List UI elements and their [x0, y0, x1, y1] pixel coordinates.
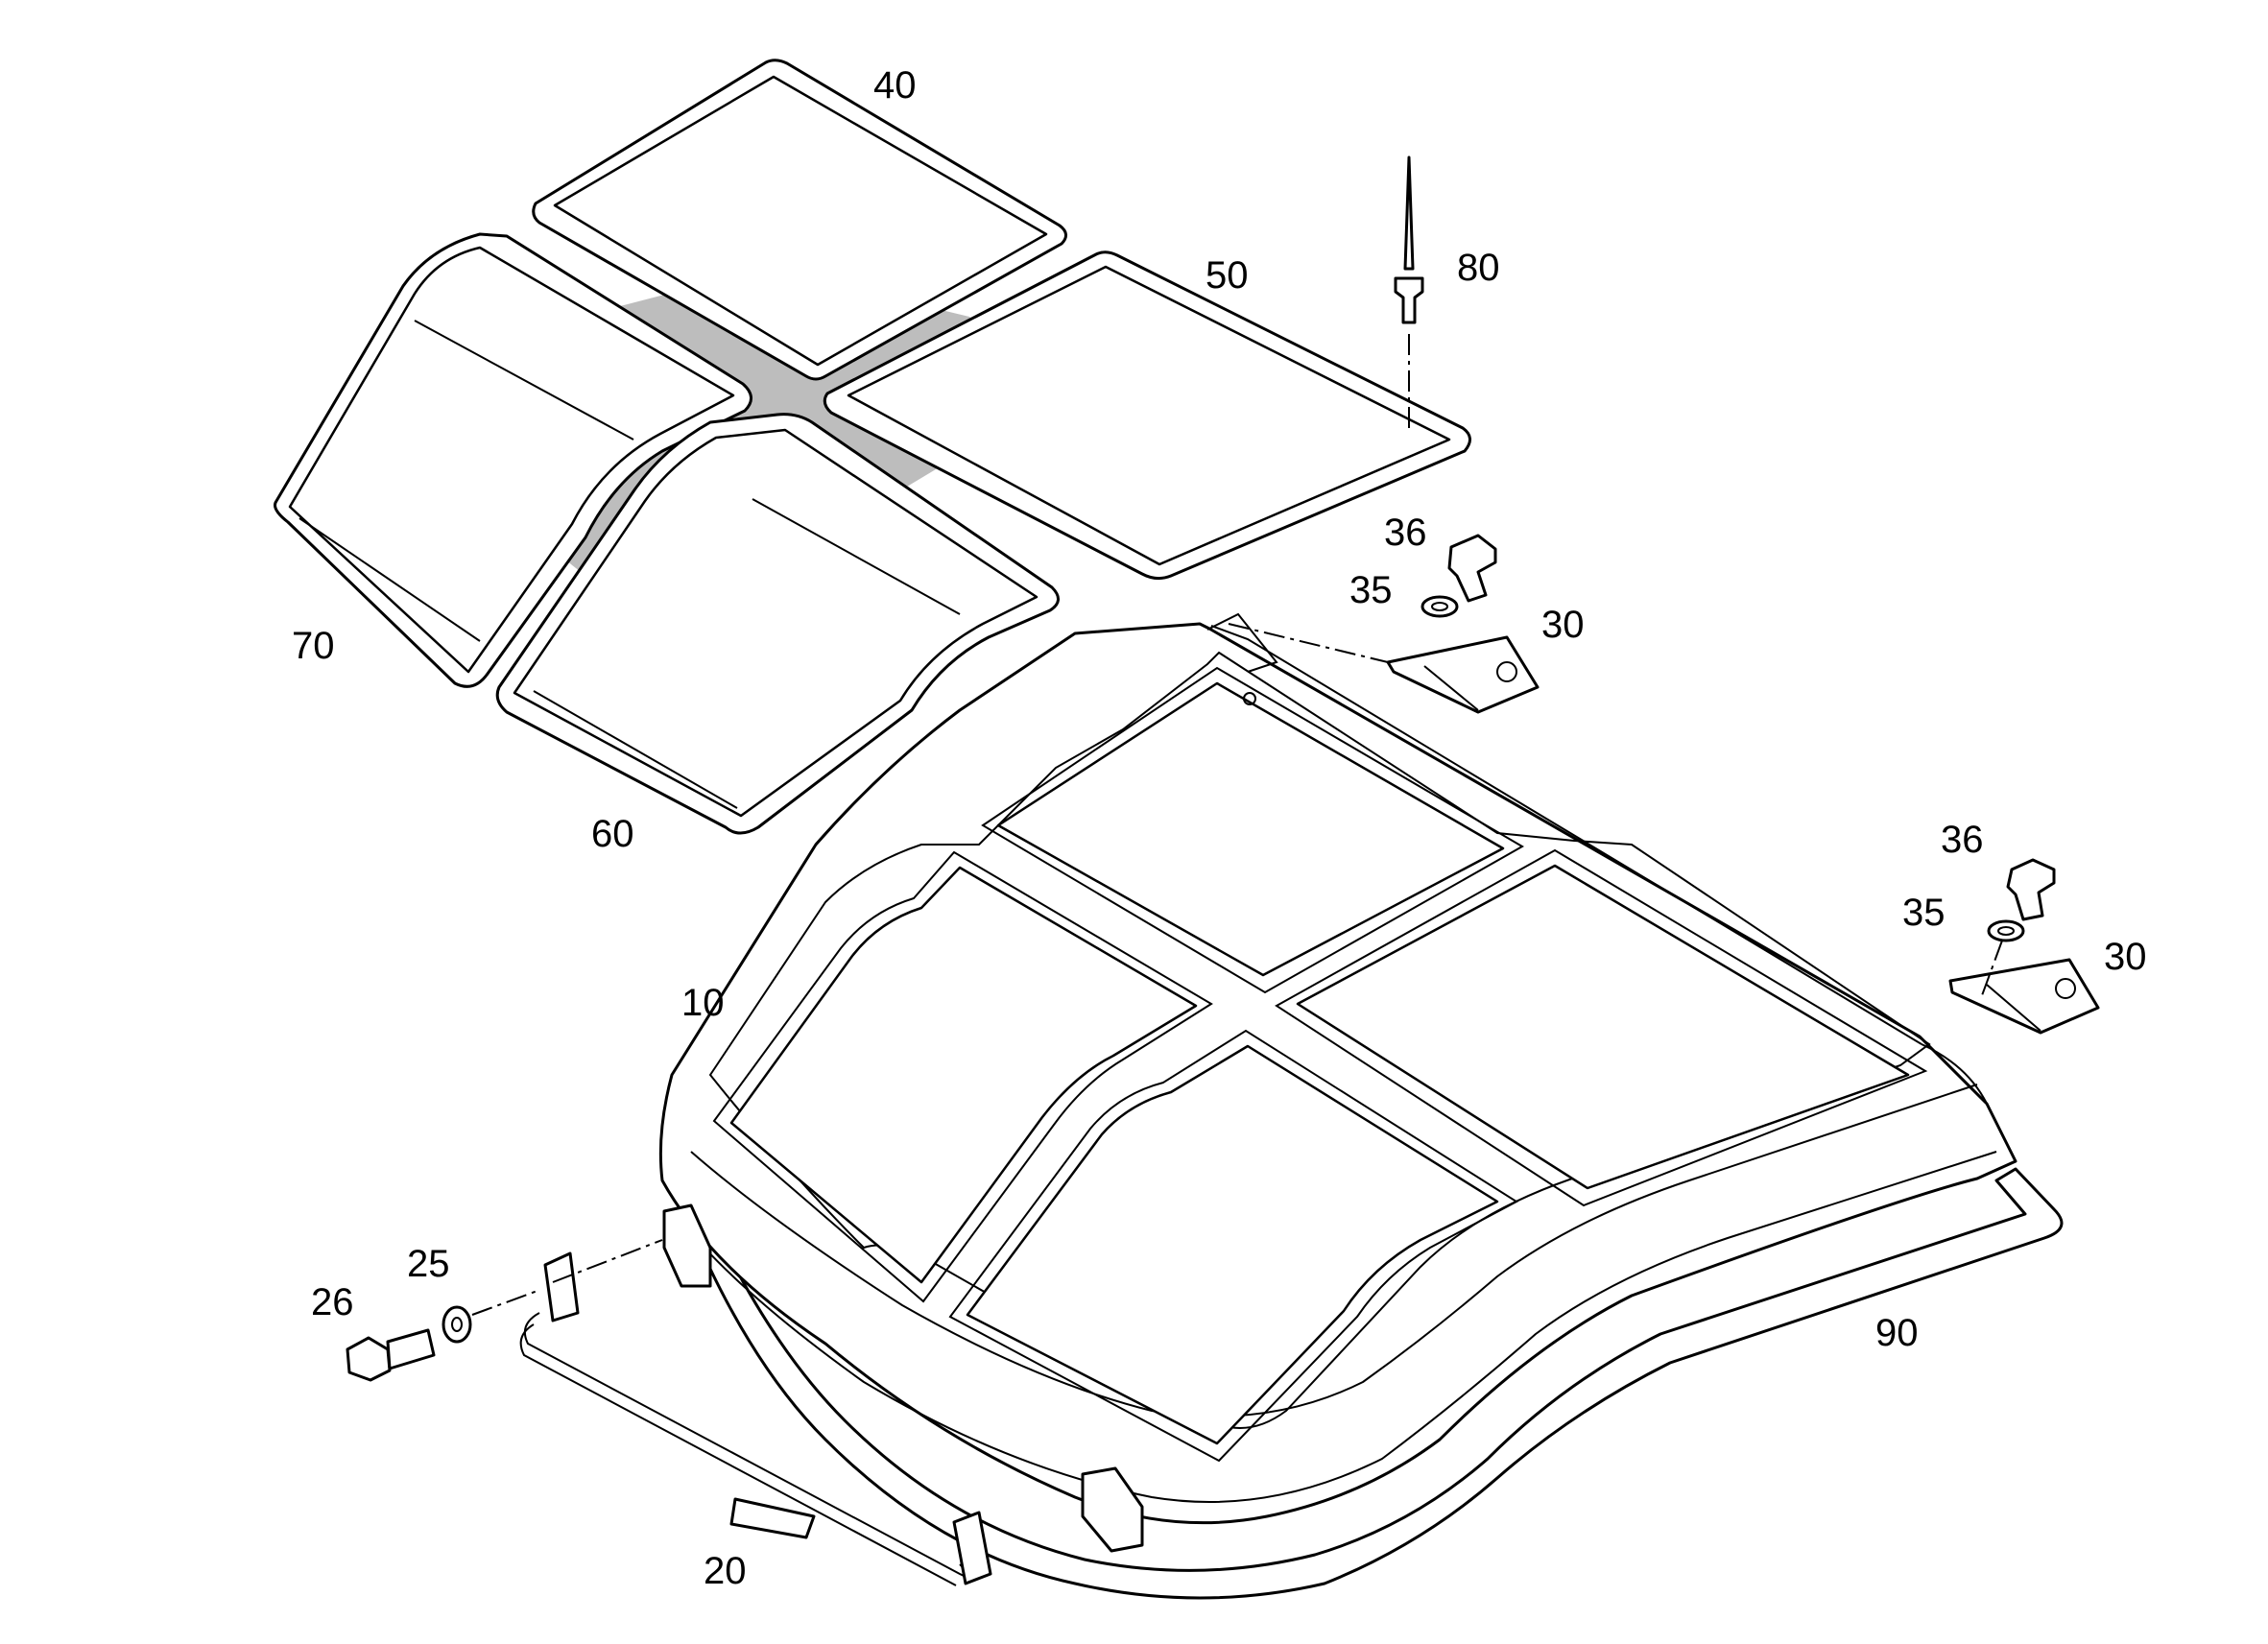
glass-panel-40: [532, 59, 1067, 381]
bolt-36-right: [2006, 858, 2056, 921]
callout-40: 40: [873, 64, 917, 107]
callout-30-right: 30: [2104, 936, 2147, 978]
callout-60: 60: [591, 813, 634, 855]
callout-25: 25: [407, 1243, 450, 1285]
corner-tab-left: [662, 1203, 712, 1288]
roof-opening-top: [996, 681, 1505, 977]
callout-35-upper: 35: [1349, 569, 1393, 611]
callout-50: 50: [1206, 254, 1249, 297]
bolt-36-upper: [1447, 534, 1497, 603]
roof-opening-bottom: [966, 1044, 1499, 1445]
washer-35-right: [1987, 919, 2025, 942]
glass-panel-50: [823, 250, 1471, 581]
callout-26: 26: [311, 1281, 354, 1323]
callout-30-upper: 30: [1541, 604, 1585, 646]
glass-panel-70: [274, 232, 752, 688]
hinge-plate-30-upper: [1386, 635, 1540, 714]
bolt-26: [346, 1328, 436, 1382]
roof-opening-left: [729, 866, 1198, 1284]
callout-36-right: 36: [1941, 819, 1984, 861]
rivet-80: [1394, 155, 1424, 324]
glass-panel-60: [495, 413, 1060, 835]
callout-35-right: 35: [1902, 892, 1946, 934]
callout-90: 90: [1875, 1312, 1919, 1354]
frame-20: [519, 1239, 992, 1586]
hinge-assembly-upper: [1228, 534, 1540, 714]
roof-panel-10: [658, 612, 2017, 1553]
washer-25: [442, 1290, 538, 1344]
hinge-assembly-right: [1948, 858, 2100, 1035]
callout-36-upper: 36: [1384, 512, 1427, 554]
washer-35-upper: [1420, 595, 1459, 618]
callout-20: 20: [704, 1550, 747, 1592]
callout-80: 80: [1457, 247, 1500, 289]
callout-10: 10: [681, 982, 725, 1024]
roof-opening-right: [1296, 864, 1910, 1190]
corner-tab-bottom: [1081, 1466, 1144, 1553]
callout-70: 70: [292, 625, 335, 667]
hinge-plate-30-right: [1948, 958, 2100, 1035]
